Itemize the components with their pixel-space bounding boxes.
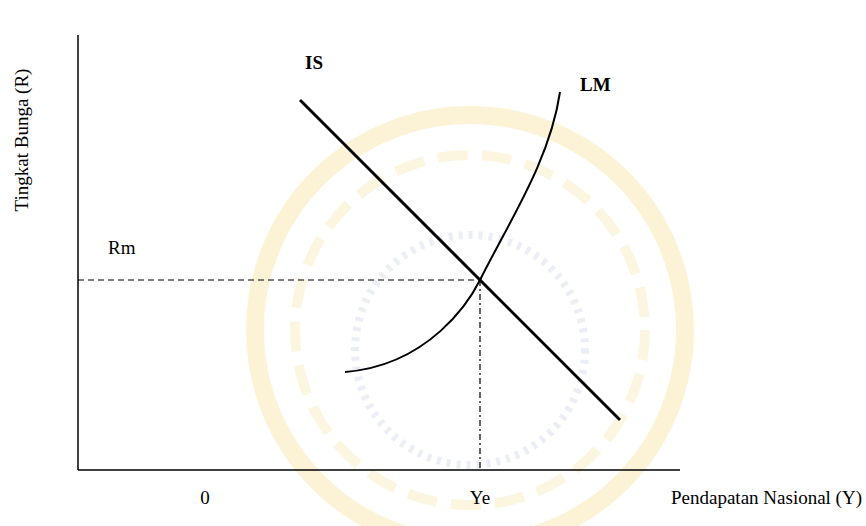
equilibrium-income-guide: [479, 280, 480, 470]
y-axis: [77, 35, 79, 470]
axis-value: Rm: [108, 237, 135, 259]
curve-label: LM: [580, 74, 611, 96]
lm-curve: [345, 92, 560, 372]
watermark: [255, 115, 685, 526]
watermark-ring: [255, 115, 685, 526]
equilibrium-rate-guide: [78, 279, 480, 280]
x-axis: [78, 469, 680, 471]
axis-title: Pendapatan Nasional (Y): [671, 487, 862, 509]
axis-value: Ye: [470, 487, 490, 509]
watermark-ring: [295, 155, 645, 505]
axis-title: Tingkat Bunga (R): [11, 69, 33, 212]
curve-label: IS: [305, 52, 323, 74]
axis-value: 0: [200, 487, 210, 509]
